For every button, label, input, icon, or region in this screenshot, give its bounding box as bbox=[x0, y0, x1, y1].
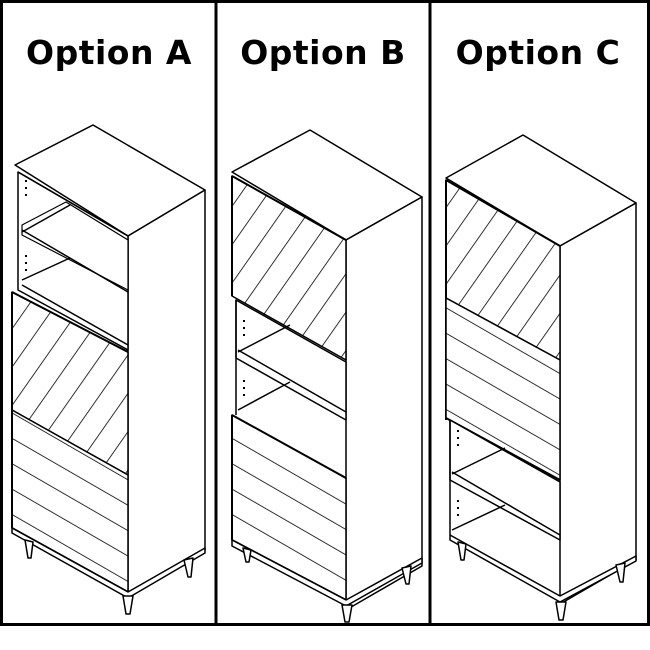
frame bbox=[0, 0, 650, 626]
option-c-title: Option C bbox=[455, 33, 621, 72]
option-a-title: Option A bbox=[26, 33, 192, 72]
cabinet-option-c bbox=[445, 134, 637, 621]
cabinet-option-a bbox=[11, 124, 206, 615]
option-b-title: Option B bbox=[240, 33, 406, 72]
cabinet-option-b bbox=[231, 129, 423, 623]
